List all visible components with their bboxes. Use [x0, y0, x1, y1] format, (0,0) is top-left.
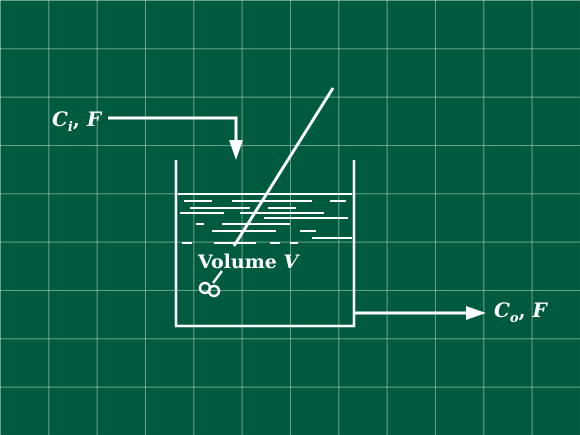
- outlet-concentration-symbol: C: [494, 298, 510, 322]
- outlet-flow-symbol: F: [532, 298, 549, 322]
- inlet-separator: ,: [73, 107, 87, 131]
- tank-vessel: [174, 160, 356, 328]
- liquid-waves: [178, 193, 352, 244]
- volume-label: Volume V: [197, 251, 301, 273]
- outlet-arrow-icon: [466, 306, 486, 320]
- inlet-label: Ci, F: [52, 107, 103, 135]
- inlet-pipe: [108, 116, 238, 140]
- volume-symbol: V: [284, 251, 301, 273]
- outlet-subscript: o: [510, 311, 519, 326]
- outlet-label: Co, F: [494, 298, 549, 326]
- outlet-separator: ,: [519, 298, 533, 322]
- stirrer-shaft: [232, 87, 335, 247]
- impeller-icon: [198, 270, 223, 298]
- inlet-arrow-icon: [229, 140, 243, 160]
- inlet-flow-symbol: F: [86, 107, 103, 131]
- volume-word: Volume: [197, 251, 277, 273]
- inlet-concentration-symbol: C: [52, 107, 68, 131]
- inlet-subscript: i: [68, 120, 73, 135]
